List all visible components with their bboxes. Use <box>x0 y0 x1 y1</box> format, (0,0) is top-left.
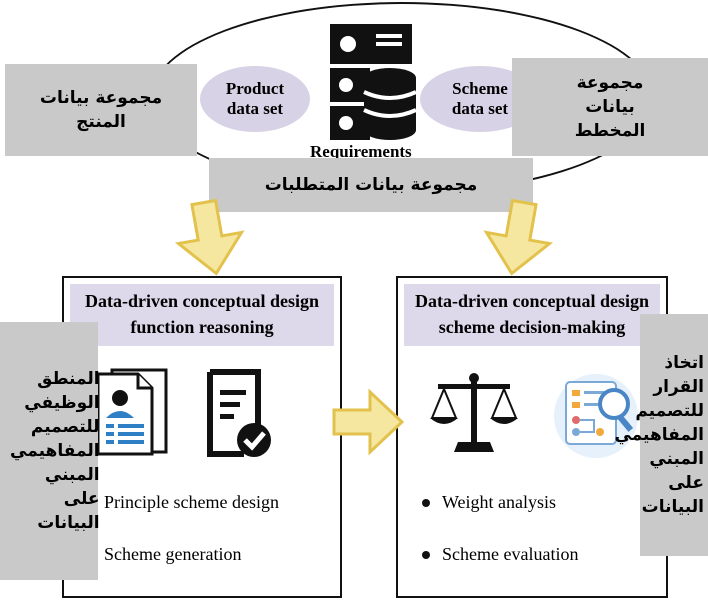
function-reasoning-arabic-label: المنطق الوظيفي للتصميم المفاهيمي المبني … <box>0 322 100 580</box>
product-pill-line1: Product <box>225 79 285 98</box>
data-analysis-icon <box>554 374 638 458</box>
bullet-dot <box>422 550 430 559</box>
right-bullet-2: Scheme evaluation <box>422 544 578 565</box>
product-dataset-arabic-label: مجموعة بيانات المنتج <box>5 64 197 156</box>
function-reasoning-panel: Data-driven conceptual design function r… <box>62 276 342 598</box>
requirements-label: Requirements <box>310 142 412 161</box>
database-server-icon <box>330 24 417 140</box>
scheme-dataset-arabic-label: مجموعة بيانات المخطط <box>512 58 708 156</box>
arrow-right-icon <box>332 388 404 456</box>
bullet-dot <box>422 498 430 507</box>
balance-scale-icon <box>430 373 518 452</box>
arrow-down-icon <box>174 198 245 276</box>
right-bullet-1: Weight analysis <box>422 492 556 513</box>
left-bullet-2: Scheme generation <box>84 544 241 565</box>
profile-document-icon <box>96 368 168 456</box>
requirements-dataset-arabic-text: مجموعة بيانات المتطلبات <box>264 175 478 195</box>
arrow-down-icon <box>483 198 554 276</box>
scheme-pill-line1: Scheme <box>452 79 508 98</box>
right-panel-title-line2: scheme decision-making <box>438 317 626 337</box>
scheme-decision-panel: Data-driven conceptual design scheme dec… <box>396 276 668 598</box>
decision-making-arabic-label: اتخاذ القرار للتصميم المفاهيمي المبني عل… <box>614 314 708 556</box>
requirements-dataset-arabic-label: مجموعة بيانات المتطلبات <box>209 158 533 212</box>
left-panel-title-line1: Data-driven conceptual design <box>85 291 319 311</box>
product-pill-line2: data set <box>226 99 284 118</box>
right-bullet-2-text: Scheme evaluation <box>442 544 579 564</box>
right-panel-title-line1: Data-driven conceptual design <box>415 291 649 311</box>
function-reasoning-arabic-text: المنطق الوظيفي للتصميم المفاهيمي المبني … <box>10 369 100 533</box>
scheme-pill-line2: data set <box>451 99 509 118</box>
checklist-document-icon <box>207 369 271 457</box>
left-bullet-1: Principle scheme design <box>84 492 279 513</box>
product-dataset-arabic-text: مجموعة بيانات المنتج <box>39 88 163 132</box>
right-bullet-1-text: Weight analysis <box>442 492 557 512</box>
left-panel-title-line2: function reasoning <box>130 317 274 337</box>
function-reasoning-header: Data-driven conceptual design function r… <box>70 284 334 346</box>
left-bullet-1-text: Principle scheme design <box>104 492 279 512</box>
left-bullet-2-text: Scheme generation <box>104 544 242 564</box>
scheme-dataset-arabic-text: مجموعة بيانات المخطط <box>574 73 646 141</box>
decision-making-arabic-text: اتخاذ القرار للتصميم المفاهيمي المبني عل… <box>614 353 704 517</box>
scheme-decision-header: Data-driven conceptual design scheme dec… <box>404 284 660 346</box>
product-data-set-pill: Product data set <box>200 66 310 132</box>
